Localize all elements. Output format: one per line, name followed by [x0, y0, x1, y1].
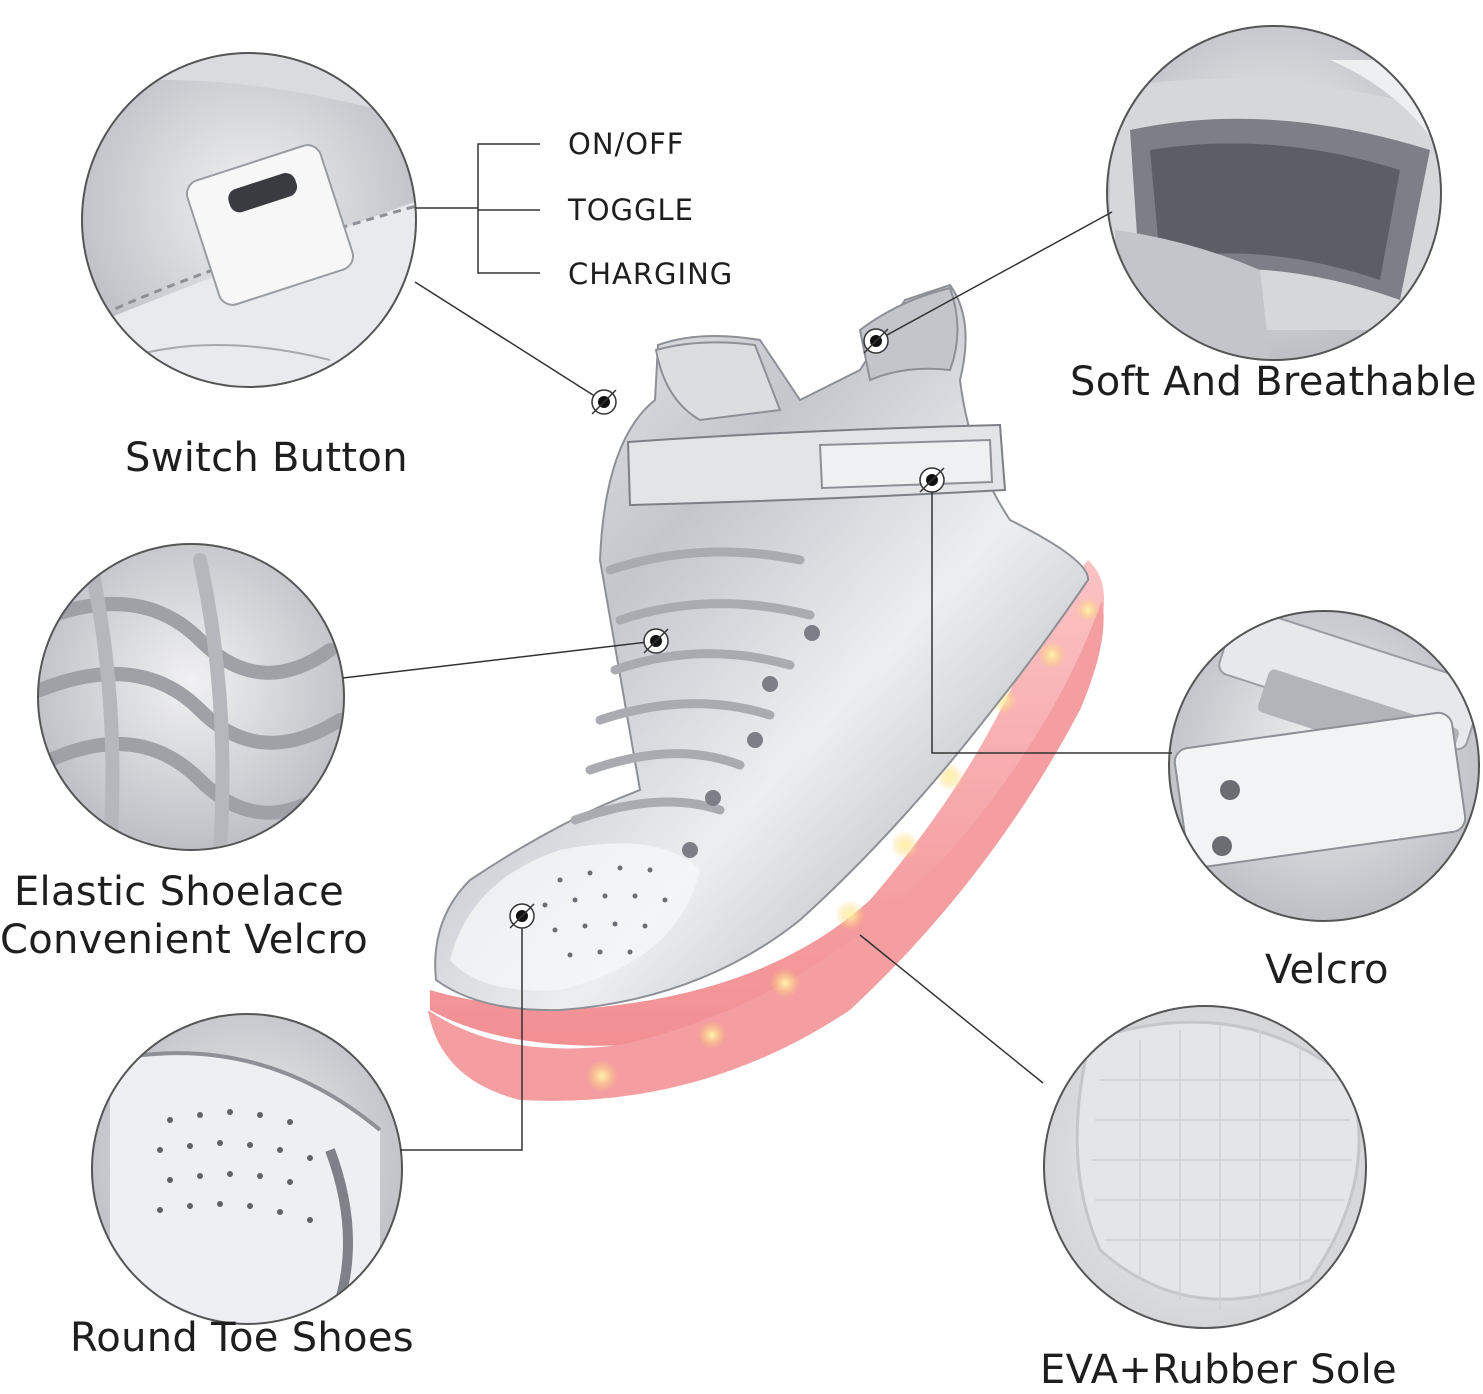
elastic-shoelace-detail-image: [37, 543, 345, 851]
switch-option-on-off: ON/OFF: [568, 127, 685, 161]
switch-callout: [414, 281, 605, 403]
switch-button-label: Switch Button: [125, 435, 408, 481]
sole-label: EVA+Rubber Sole: [1040, 1347, 1397, 1393]
velcro-label: Velcro: [1265, 947, 1389, 993]
velcro-callout: [931, 480, 1172, 754]
round-toe-detail-image: [91, 1013, 403, 1325]
elastic-shoelace-label: Elastic Shoelace: [13, 869, 345, 915]
led-sole: [430, 560, 1105, 1046]
shoelace-velcro-label: Elastic Shoelace Convenient Velcro: [0, 868, 368, 964]
marker-lace: [643, 628, 669, 654]
sole-detail-image: [1043, 1005, 1367, 1329]
marker-velcro: [919, 467, 945, 493]
main-shoe-image: [428, 283, 1105, 1101]
callout-markers: [509, 328, 945, 929]
switch-option-charging: CHARGING: [568, 257, 734, 291]
soft-breathable-label: Soft And Breathable: [1070, 359, 1477, 405]
convenient-velcro-label: Convenient Velcro: [0, 917, 368, 963]
switch-bracket: [415, 143, 540, 274]
sole-callout: [859, 934, 1044, 1084]
callout-lines: [342, 143, 1172, 1151]
breathable-callout: [875, 211, 1113, 342]
shoe-laces: [570, 547, 815, 825]
switch-option-toggle: TOGGLE: [568, 193, 694, 227]
marker-toe: [509, 903, 535, 929]
marker-switch: [591, 389, 617, 415]
shoe-eyelets: [682, 625, 820, 858]
toe-callout: [400, 916, 523, 1151]
toe-perforations: [542, 865, 668, 958]
round-toe-label: Round Toe Shoes: [70, 1315, 414, 1361]
lace-callout: [342, 640, 657, 679]
led-lights: [586, 598, 1100, 1092]
switch-button-detail-image: [81, 52, 417, 388]
soft-breathable-detail-image: [1106, 25, 1442, 361]
marker-breathable: [863, 328, 889, 354]
velcro-detail-image: [1168, 610, 1480, 922]
